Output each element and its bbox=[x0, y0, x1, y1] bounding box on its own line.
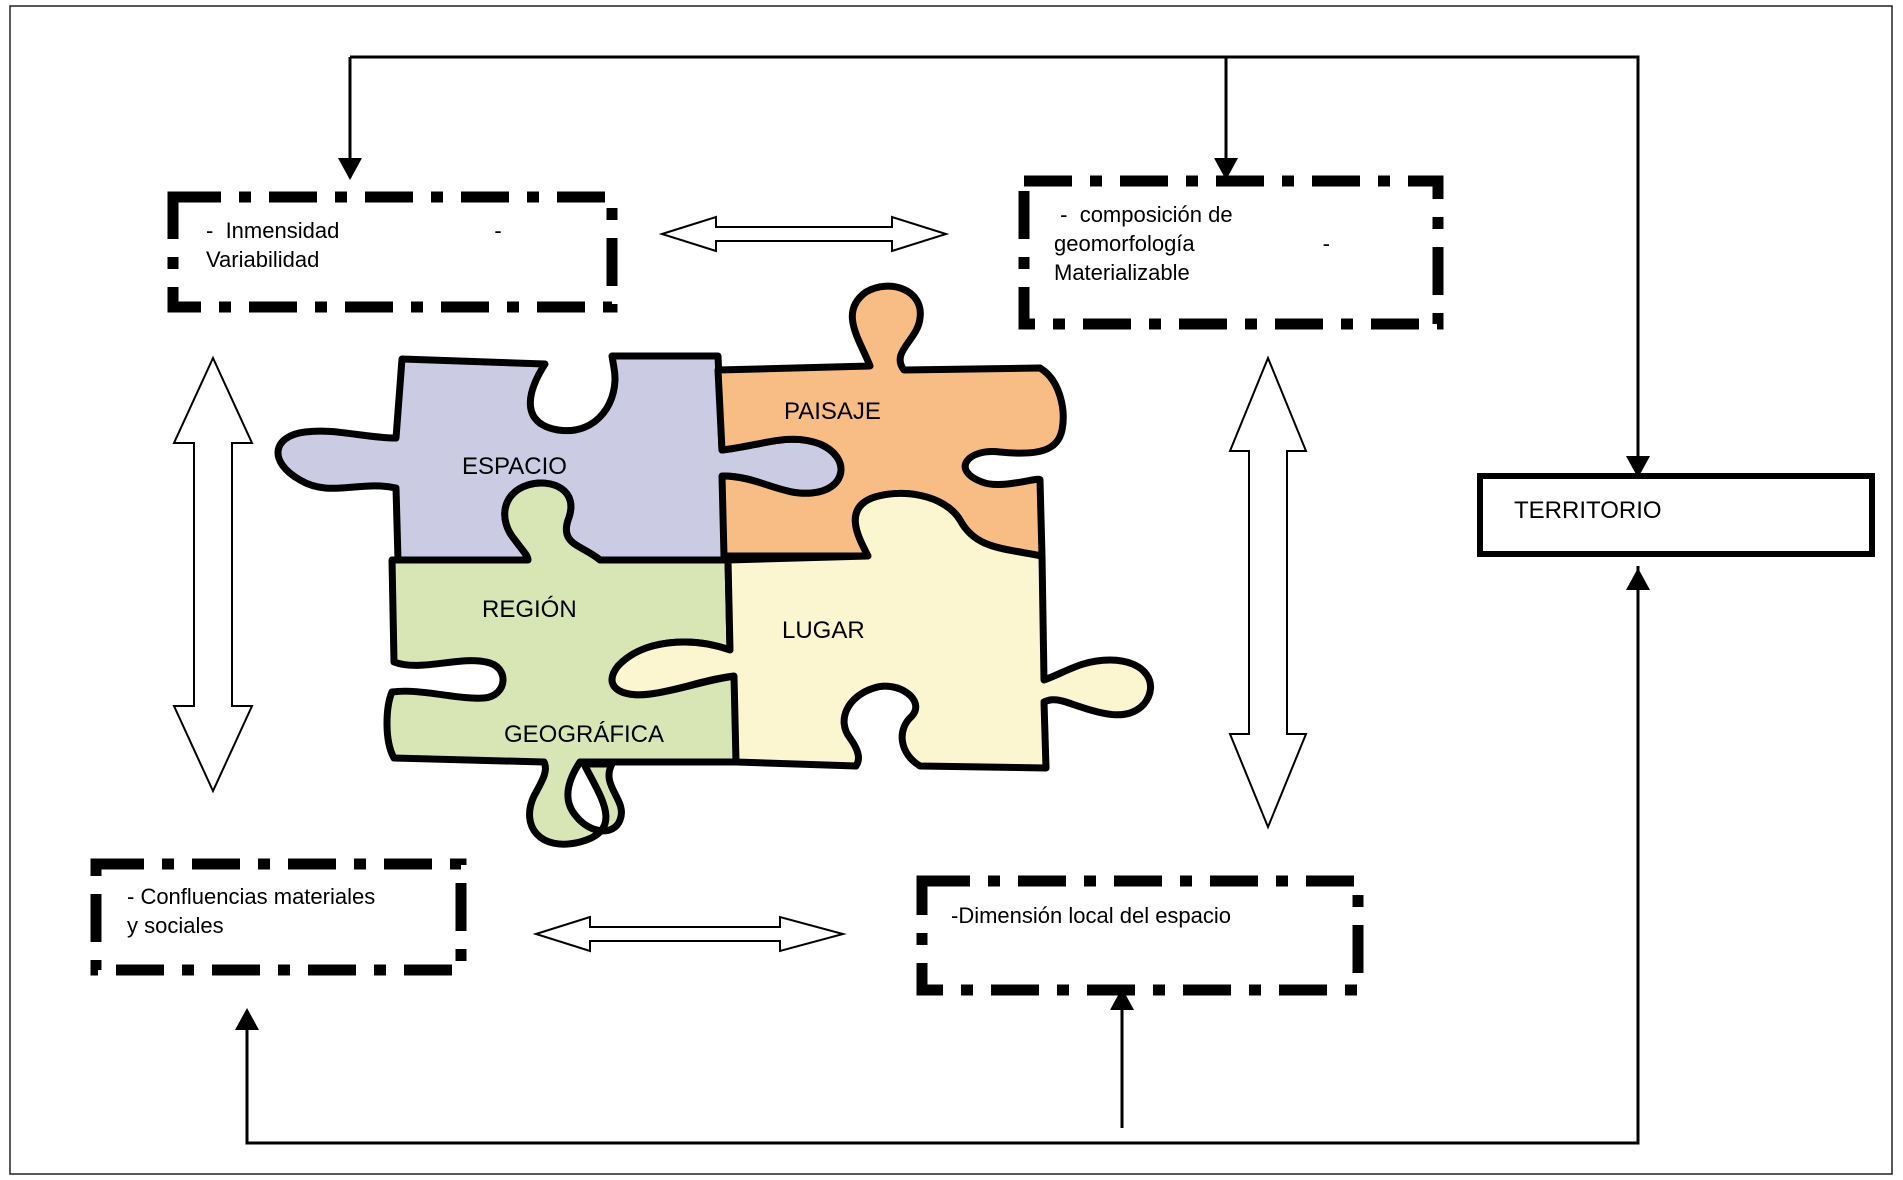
dashdot-boxes bbox=[90, 175, 1444, 996]
box-top-left-variabilidad: Variabilidad bbox=[206, 247, 320, 272]
double-arrow-bottom bbox=[532, 915, 847, 953]
box-top-right bbox=[1018, 175, 1444, 330]
box-top-right-dash: - bbox=[1060, 202, 1068, 227]
box-top-left bbox=[167, 191, 618, 313]
arrowhead-up-bottom-right bbox=[1110, 988, 1134, 1010]
puzzle-piece-paisaje bbox=[714, 282, 1067, 560]
double-arrows bbox=[172, 215, 1308, 953]
puzzle-labels: ESPACIO PAISAJE REGIÓN GEOGRÁFICA LUGAR bbox=[462, 398, 881, 748]
double-arrow-left bbox=[172, 355, 254, 794]
box-top-right-materializable: Materializable bbox=[1054, 260, 1190, 285]
box-bottom-right-text: -Dimensión local del espacio bbox=[951, 901, 1231, 930]
box-top-right-trailing-dash: - bbox=[1322, 231, 1330, 256]
box-top-right-composicion: composición de bbox=[1079, 202, 1233, 227]
label-espacio: ESPACIO bbox=[462, 453, 567, 480]
box-bottom-right-line1: -Dimensión local del espacio bbox=[951, 903, 1232, 928]
territorio-label: TERRITORIO bbox=[1514, 497, 1662, 524]
box-top-right-text: - composición de geomorfología - Material… bbox=[1054, 200, 1330, 287]
label-region: REGIÓN bbox=[482, 596, 577, 623]
box-bottom-right bbox=[916, 875, 1364, 996]
arrowhead-up-bottom-left bbox=[235, 1008, 259, 1030]
box-top-left-inmensidad: Inmensidad bbox=[225, 218, 340, 243]
arrowheads bbox=[235, 158, 1650, 1030]
arrowhead-down-top-right bbox=[1214, 158, 1238, 180]
label-geografica: GEOGRÁFICA bbox=[504, 721, 664, 748]
box-top-left-trailing-dash: - bbox=[494, 218, 502, 243]
arrowhead-down-territorio bbox=[1626, 456, 1650, 478]
box-bottom-left-line2: y sociales bbox=[127, 913, 224, 938]
box-top-left-dash: - bbox=[206, 218, 214, 243]
box-bottom-left-line1: - Confluencias materiales bbox=[127, 884, 376, 909]
box-top-right-geomorfologia: geomorfología bbox=[1054, 231, 1195, 256]
puzzle bbox=[274, 282, 1155, 848]
box-top-left-text: - Inmensidad- Variabilidad bbox=[206, 216, 502, 274]
top-connector bbox=[350, 55, 1640, 476]
puzzle-piece-region bbox=[383, 479, 742, 848]
box-bottom-left-text: - Confluencias materiales y sociales bbox=[127, 882, 375, 940]
bottom-connector bbox=[245, 566, 1640, 1145]
box-bottom-left bbox=[90, 858, 467, 976]
arrowhead-up-territorio bbox=[1626, 568, 1650, 590]
puzzle-piece-lugar bbox=[608, 489, 1155, 772]
arrowhead-down-top-left bbox=[338, 158, 362, 180]
label-paisaje: PAISAJE bbox=[784, 398, 881, 425]
outer-frame bbox=[9, 5, 1893, 1175]
double-arrow-top bbox=[658, 215, 950, 253]
territorio-box bbox=[1477, 473, 1875, 557]
connector-lines bbox=[245, 55, 1640, 1145]
label-lugar: LUGAR bbox=[782, 617, 865, 644]
double-arrow-right bbox=[1228, 355, 1308, 830]
